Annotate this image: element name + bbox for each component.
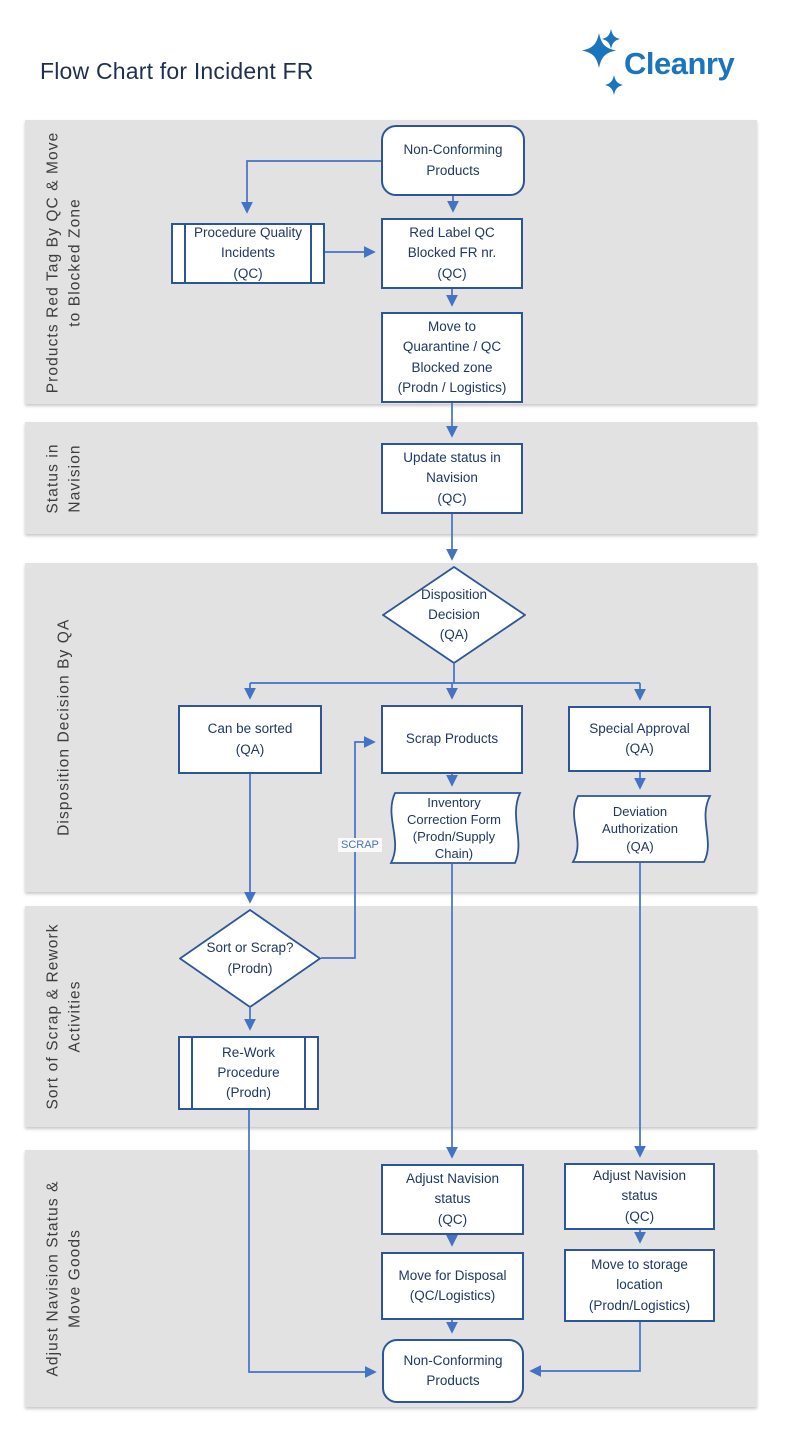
- node-inventory-correction-form: Inventory Correction Form (Prodn/Supply …: [383, 792, 525, 864]
- sparkles-icon: [582, 29, 623, 95]
- document-shape: [389, 792, 522, 864]
- predefined-process-bar: [191, 1038, 193, 1108]
- lane-label: Products Red Tag By QC & Move to Blocked…: [44, 131, 85, 393]
- lane-label: Adjust Navision Status & Move Goods: [44, 1180, 84, 1377]
- node-disposition-decision: Disposition Decision (QA): [382, 566, 526, 664]
- node-adjust-navision-status-center: Adjust Navision status (QC): [381, 1164, 524, 1235]
- node-non-conforming-products-end: Non-Conforming Products: [382, 1339, 524, 1403]
- predefined-process-bar: [310, 225, 312, 282]
- lane-label: Sort of Scrap & Rework Activities: [44, 923, 84, 1110]
- node-deviation-authorization: Deviation Authorization (QA): [565, 795, 715, 863]
- node-move-to-quarantine: Move to Quarantine / QC Blocked zone (Pr…: [381, 312, 523, 403]
- diamond-shape: [179, 909, 321, 1008]
- diamond-shape: [382, 566, 526, 664]
- node-adjust-navision-status-right: Adjust Navision status (QC): [564, 1163, 715, 1230]
- node-move-for-disposal: Move for Disposal (QC/Logistics): [381, 1252, 524, 1320]
- document-shape: [571, 795, 712, 863]
- node-procedure-quality-incidents: Procedure Quality Incidents (QC): [171, 223, 325, 284]
- node-move-to-storage-location: Move to storage location (Prodn/Logistic…: [564, 1249, 715, 1322]
- lane-label: Status in Navision: [44, 442, 84, 514]
- node-red-label-qc-blocked: Red Label QC Blocked FR nr. (QC): [381, 218, 523, 289]
- lane-sort-scrap-rework: Sort of Scrap & Rework Activities: [25, 906, 757, 1127]
- node-can-be-sorted: Can be sorted (QA): [178, 705, 322, 774]
- node-non-conforming-products-start: Non-Conforming Products: [381, 125, 525, 196]
- company-logo: Cleanry: [578, 28, 758, 104]
- scrap-edge-label: SCRAP: [338, 838, 382, 852]
- predefined-process-bar: [184, 225, 186, 282]
- lane-label: Disposition Decision By QA: [55, 618, 73, 837]
- predefined-process-bar: [304, 1038, 306, 1108]
- logo-wordmark: Cleanry: [624, 46, 735, 81]
- node-update-status-navision: Update status in Navision (QC): [381, 443, 523, 514]
- node-special-approval: Special Approval (QA): [568, 706, 711, 772]
- node-rework-procedure: Re-Work Procedure (Prodn): [178, 1036, 319, 1110]
- page-title: Flow Chart for Incident FR: [40, 58, 314, 84]
- node-scrap-products: Scrap Products: [381, 705, 523, 774]
- node-sort-or-scrap: Sort or Scrap? (Prodn): [179, 909, 321, 1008]
